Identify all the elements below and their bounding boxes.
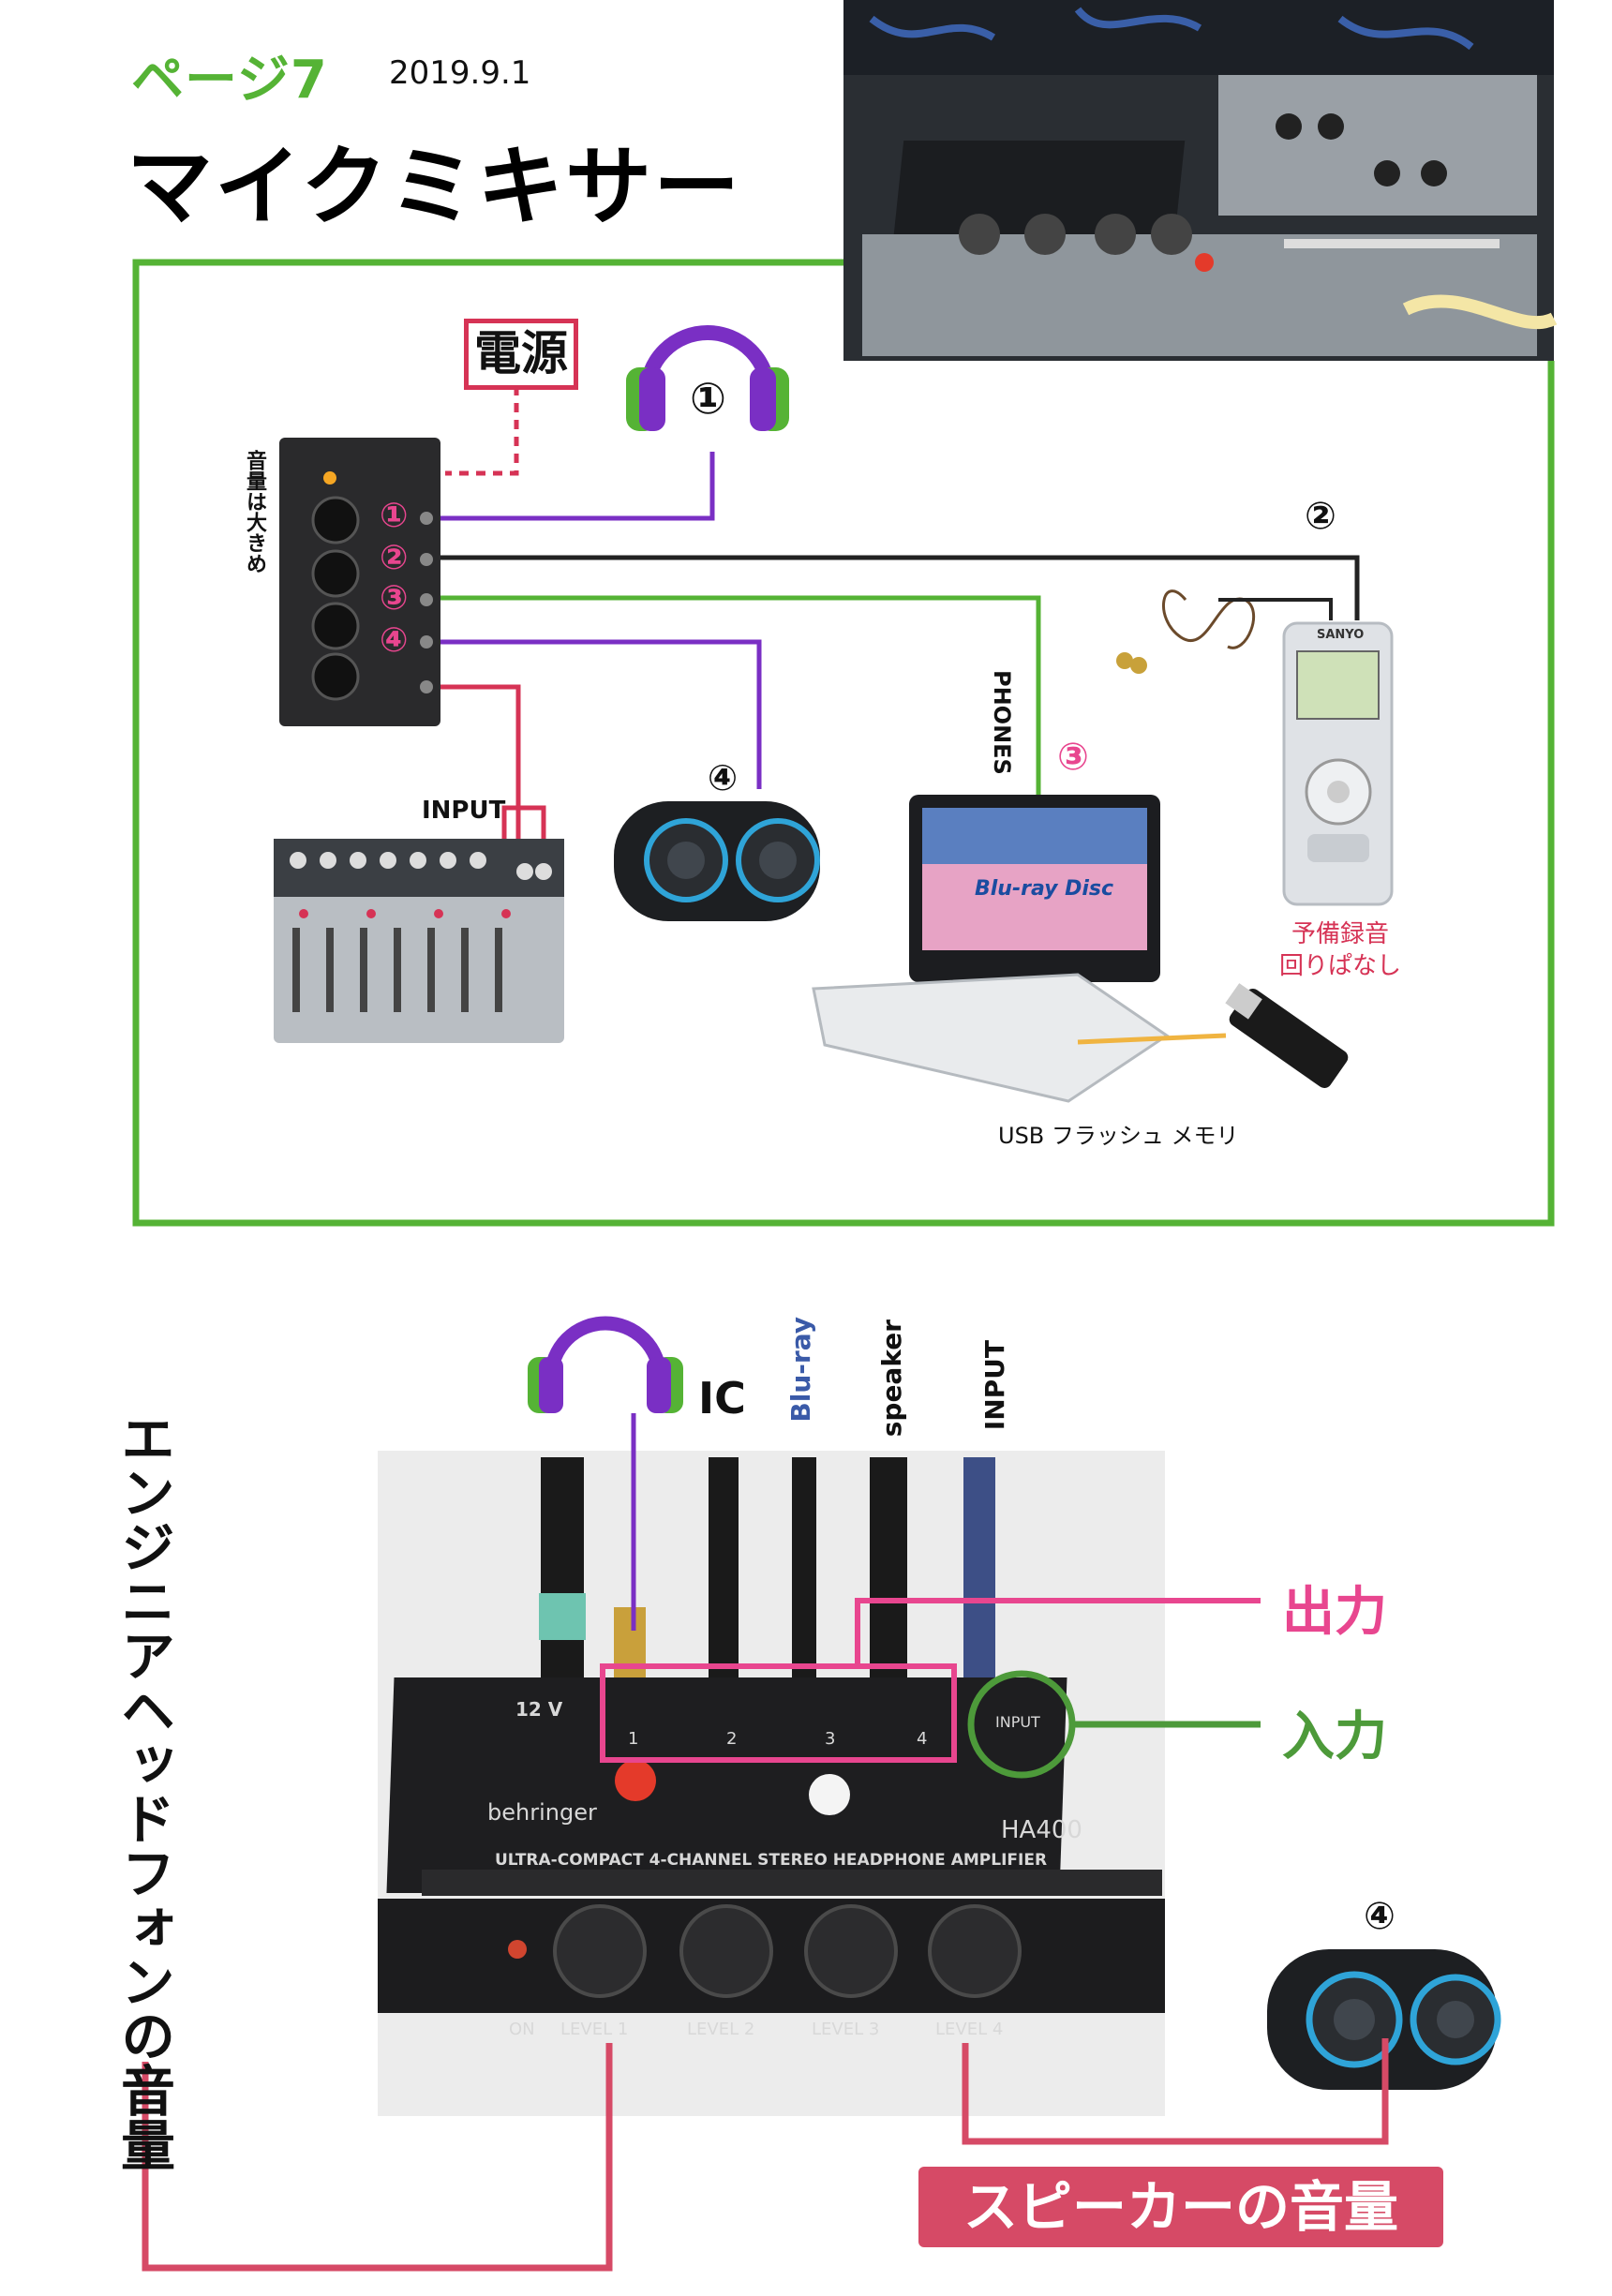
ic-label: IC bbox=[698, 1373, 746, 1424]
amp-brand: behringer bbox=[487, 1799, 597, 1826]
speaker-icon-bottom bbox=[1267, 1949, 1501, 2090]
input-column-label: INPUT bbox=[979, 1340, 1010, 1431]
amp-subtitle: ULTRA-COMPACT 4-CHANNEL STEREO HEADPHONE… bbox=[495, 1851, 1048, 1870]
amp-model: HA400 bbox=[1001, 1816, 1082, 1844]
input-jp-label: 入力 bbox=[1282, 1707, 1387, 1767]
level-3: LEVEL 3 bbox=[812, 2020, 880, 2039]
speaker-volume-label: スピーカーの音量 bbox=[918, 2167, 1443, 2247]
recorder-brand: SANYO bbox=[1317, 628, 1365, 642]
svg-text:Blu-ray Disc: Blu-ray Disc bbox=[975, 877, 1113, 901]
headphone-number: ① bbox=[690, 373, 726, 424]
speaker-number-bottom: ④ bbox=[1364, 1895, 1396, 1938]
channel-4: 4 bbox=[917, 1729, 928, 1749]
power-label: 電源 bbox=[464, 319, 578, 390]
date: 2019.9.1 bbox=[389, 54, 531, 92]
page-label: ページ7 bbox=[131, 50, 328, 111]
level-1: LEVEL 1 bbox=[560, 2020, 629, 2039]
reserve-line-2: 回りぱなし bbox=[1279, 952, 1402, 980]
mixer-side-label: 音量は大きめ bbox=[243, 450, 266, 574]
usb-stick bbox=[1077, 983, 1349, 1088]
side-title: エンジニアヘッドフォンの音量 bbox=[112, 1410, 175, 2171]
channel-3: 3 bbox=[825, 1729, 836, 1749]
amp-power-text: 12 V bbox=[515, 1698, 563, 1721]
output-label: 出力 bbox=[1282, 1582, 1387, 1643]
headphone-icon bbox=[626, 325, 789, 431]
channel-2: 2 bbox=[726, 1729, 738, 1749]
level-2: LEVEL 2 bbox=[687, 2020, 755, 2039]
bluray-number: ③ bbox=[1057, 736, 1089, 779]
page-title: マイクミキサー bbox=[127, 137, 742, 237]
speaker-icon bbox=[614, 801, 820, 921]
rack-photo bbox=[843, 0, 1558, 361]
speaker-number: ④ bbox=[708, 757, 739, 798]
usb-label: USB フラッシュ メモリ bbox=[998, 1123, 1239, 1149]
port-number-2: ② bbox=[380, 539, 409, 577]
reserve-recording-label: 予備録音 回りぱなし bbox=[1279, 918, 1401, 982]
port-number-4: ④ bbox=[380, 621, 409, 660]
recorder-number: ② bbox=[1305, 495, 1336, 538]
amp-input-text: INPUT bbox=[995, 1713, 1040, 1731]
mixer-console bbox=[274, 839, 564, 1043]
headphone-amp-small bbox=[279, 438, 440, 726]
bluray-column-label: Blu-ray bbox=[785, 1317, 816, 1423]
bluray-player: Blu-ray Disc bbox=[812, 795, 1170, 1103]
amp-on-text: ON bbox=[509, 2020, 535, 2039]
input-label: INPUT bbox=[422, 797, 506, 825]
headphone-icon-bottom bbox=[528, 1316, 683, 1413]
level-4: LEVEL 4 bbox=[935, 2020, 1004, 2039]
channel-1: 1 bbox=[628, 1729, 639, 1749]
earphones-icon bbox=[1116, 589, 1333, 674]
port-number-3: ③ bbox=[380, 579, 409, 618]
voice-recorder bbox=[1282, 621, 1394, 906]
phones-label: PHONES bbox=[989, 670, 1015, 775]
reserve-line-1: 予備録音 bbox=[1291, 920, 1390, 948]
speaker-column-label: speaker bbox=[876, 1319, 907, 1438]
port-number-1: ① bbox=[380, 497, 409, 535]
